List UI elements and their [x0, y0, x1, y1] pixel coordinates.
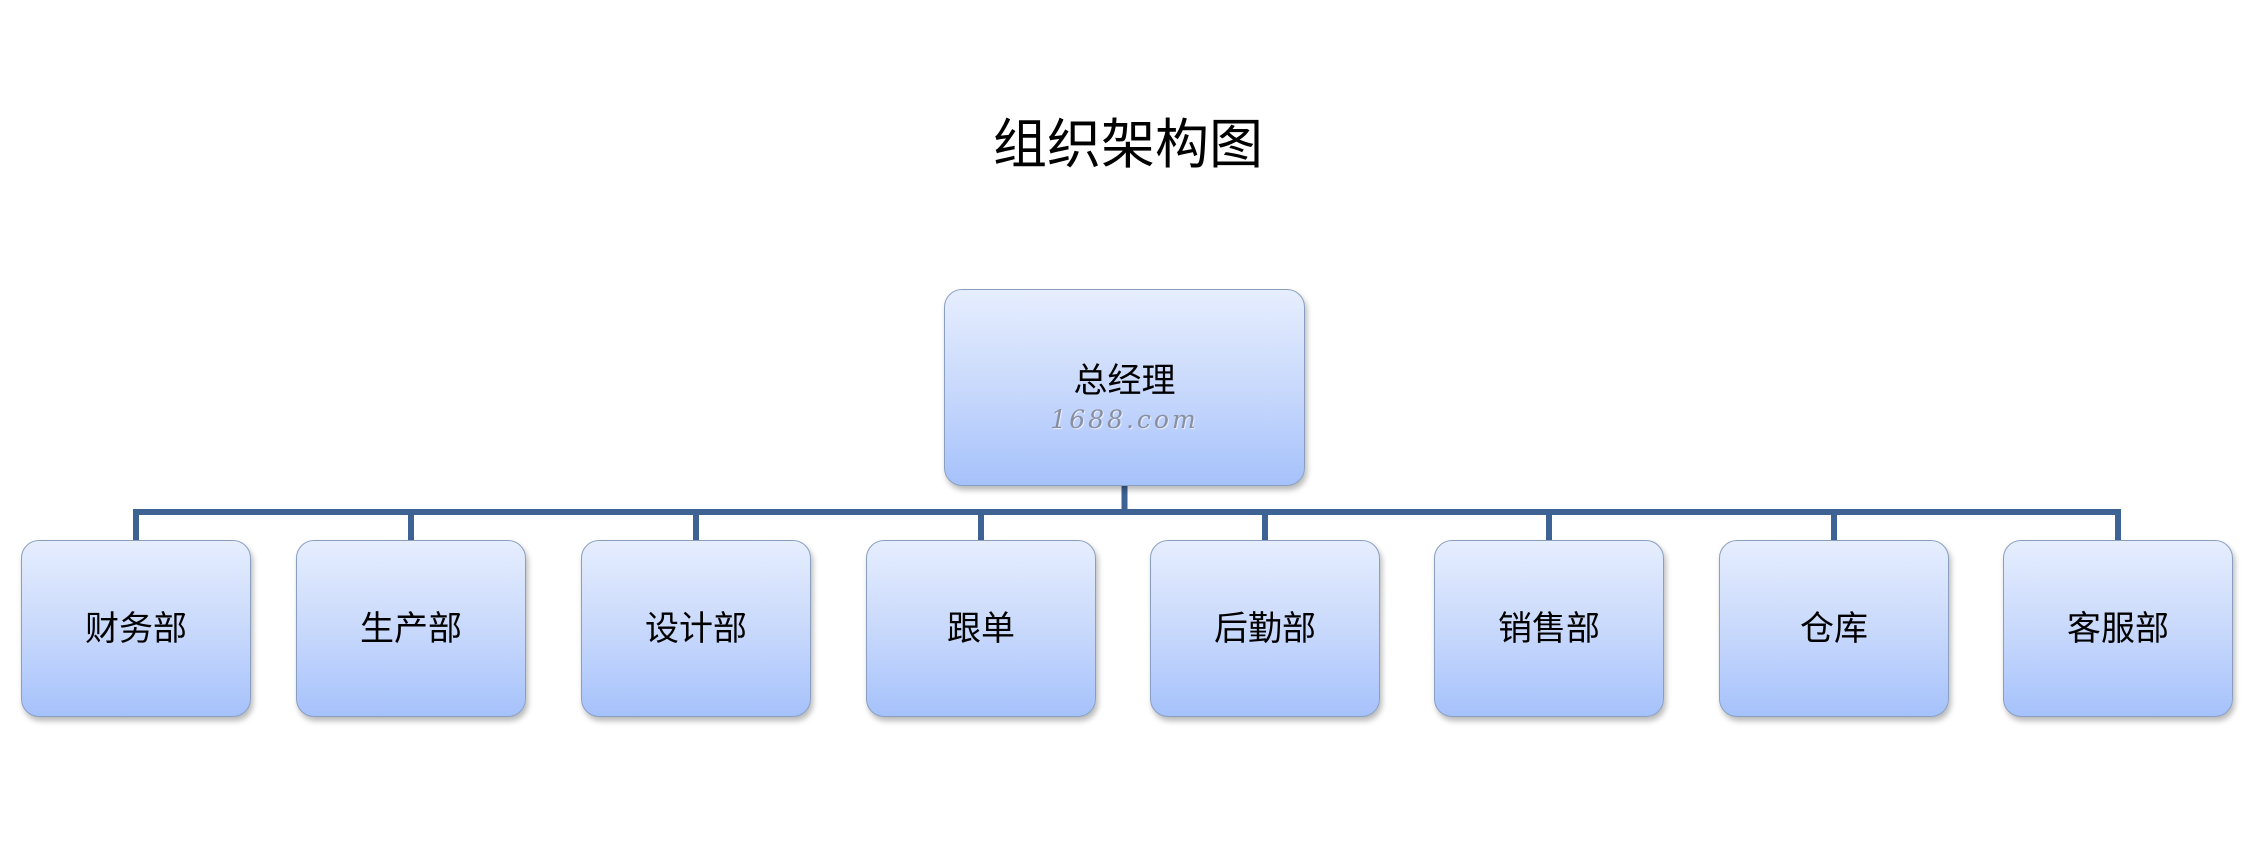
node-dept-6: 销售部 [1434, 540, 1664, 717]
diagram-title: 组织架构图 [993, 113, 1263, 176]
node-label: 生产部 [360, 608, 462, 649]
node-label: 跟单 [947, 608, 1015, 649]
node-dept-3: 设计部 [581, 540, 811, 717]
node-label: 设计部 [645, 608, 747, 649]
node-dept-1: 财务部 [21, 540, 251, 717]
node-dept-2: 生产部 [296, 540, 526, 717]
node-label: 销售部 [1498, 608, 1600, 649]
node-label: 总经理 [1073, 361, 1176, 401]
node-dept-7: 仓库 [1719, 540, 1949, 717]
node-label: 后勤部 [1214, 608, 1316, 649]
node-label: 仓库 [1800, 608, 1868, 649]
node-general-manager: 总经理 1688.com [944, 289, 1305, 486]
watermark-text: 1688.com [1050, 405, 1199, 434]
node-dept-8: 客服部 [2003, 540, 2233, 717]
node-dept-5: 后勤部 [1150, 540, 1380, 717]
node-dept-4: 跟单 [866, 540, 1096, 717]
node-label: 客服部 [2067, 608, 2169, 649]
node-label: 财务部 [85, 608, 187, 649]
